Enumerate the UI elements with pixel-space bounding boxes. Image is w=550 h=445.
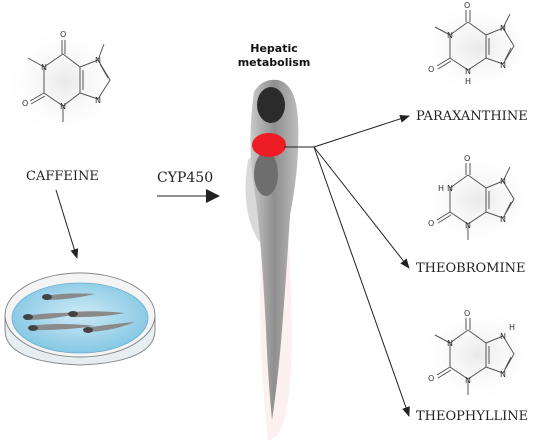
- atom-o: O: [464, 1, 470, 10]
- theophylline-label: THEOPHYLLINE: [416, 409, 528, 424]
- larva-icon: [83, 322, 135, 333]
- larva-icon: [23, 312, 80, 320]
- atom-n: N: [465, 376, 471, 385]
- atom-h: H: [465, 77, 471, 86]
- atom-n: N: [95, 56, 101, 65]
- larva-icon: [42, 293, 95, 300]
- atom-h: H: [509, 323, 515, 332]
- atom-o: O: [22, 99, 28, 108]
- hepatic-label-line1: Hepatic: [250, 42, 298, 55]
- atom-n: N: [500, 177, 506, 186]
- atom-n: N: [500, 370, 506, 379]
- atom-o: O: [428, 65, 434, 74]
- enzyme-label: CYP450: [157, 170, 213, 186]
- hepatic-label-line2: metabolism: [238, 56, 311, 69]
- atom-n: N: [447, 339, 453, 348]
- atom-o: O: [60, 30, 66, 39]
- atom-o: O: [464, 309, 470, 318]
- atom-n: N: [465, 221, 471, 230]
- paraxanthine-molecule: O O N N H N N: [416, 0, 540, 96]
- atom-n: N: [500, 24, 506, 33]
- zebrafish-larva-icon: [245, 79, 299, 440]
- atom-n: N: [500, 215, 506, 224]
- atom-n: N: [41, 63, 47, 72]
- arrow-caffeine-to-dish: [55, 189, 79, 259]
- caffeine-molecule: O O N N N N: [3, 24, 127, 140]
- paraxanthine-label: PARAXANTHINE: [416, 109, 528, 124]
- theobromine-label: THEOBROMINE: [416, 261, 525, 276]
- larva-icon: [68, 311, 125, 318]
- atom-n: N: [447, 31, 453, 40]
- liver-highlight: [252, 133, 286, 157]
- arrow-to-theobromine: [313, 146, 410, 269]
- atom-n: N: [95, 96, 101, 105]
- atom-h: H: [438, 184, 444, 193]
- atom-n: N: [447, 184, 453, 193]
- theophylline-molecule: O O N N N H N: [416, 305, 540, 405]
- petri-dish-icon: [4, 272, 156, 366]
- theobromine-molecule: O O H N N N N: [416, 150, 540, 250]
- atom-o: O: [428, 219, 434, 228]
- atom-n: N: [500, 332, 506, 341]
- atom-o: O: [428, 374, 434, 383]
- atom-n: N: [60, 102, 66, 111]
- larva-icon: [28, 324, 95, 331]
- arrow-to-paraxanthine: [313, 114, 410, 148]
- arrow-to-theophylline: [313, 146, 410, 417]
- caffeine-label: CAFFEINE: [26, 169, 99, 184]
- atom-n: N: [465, 67, 471, 76]
- atom-n: N: [500, 61, 506, 70]
- atom-o: O: [464, 154, 470, 163]
